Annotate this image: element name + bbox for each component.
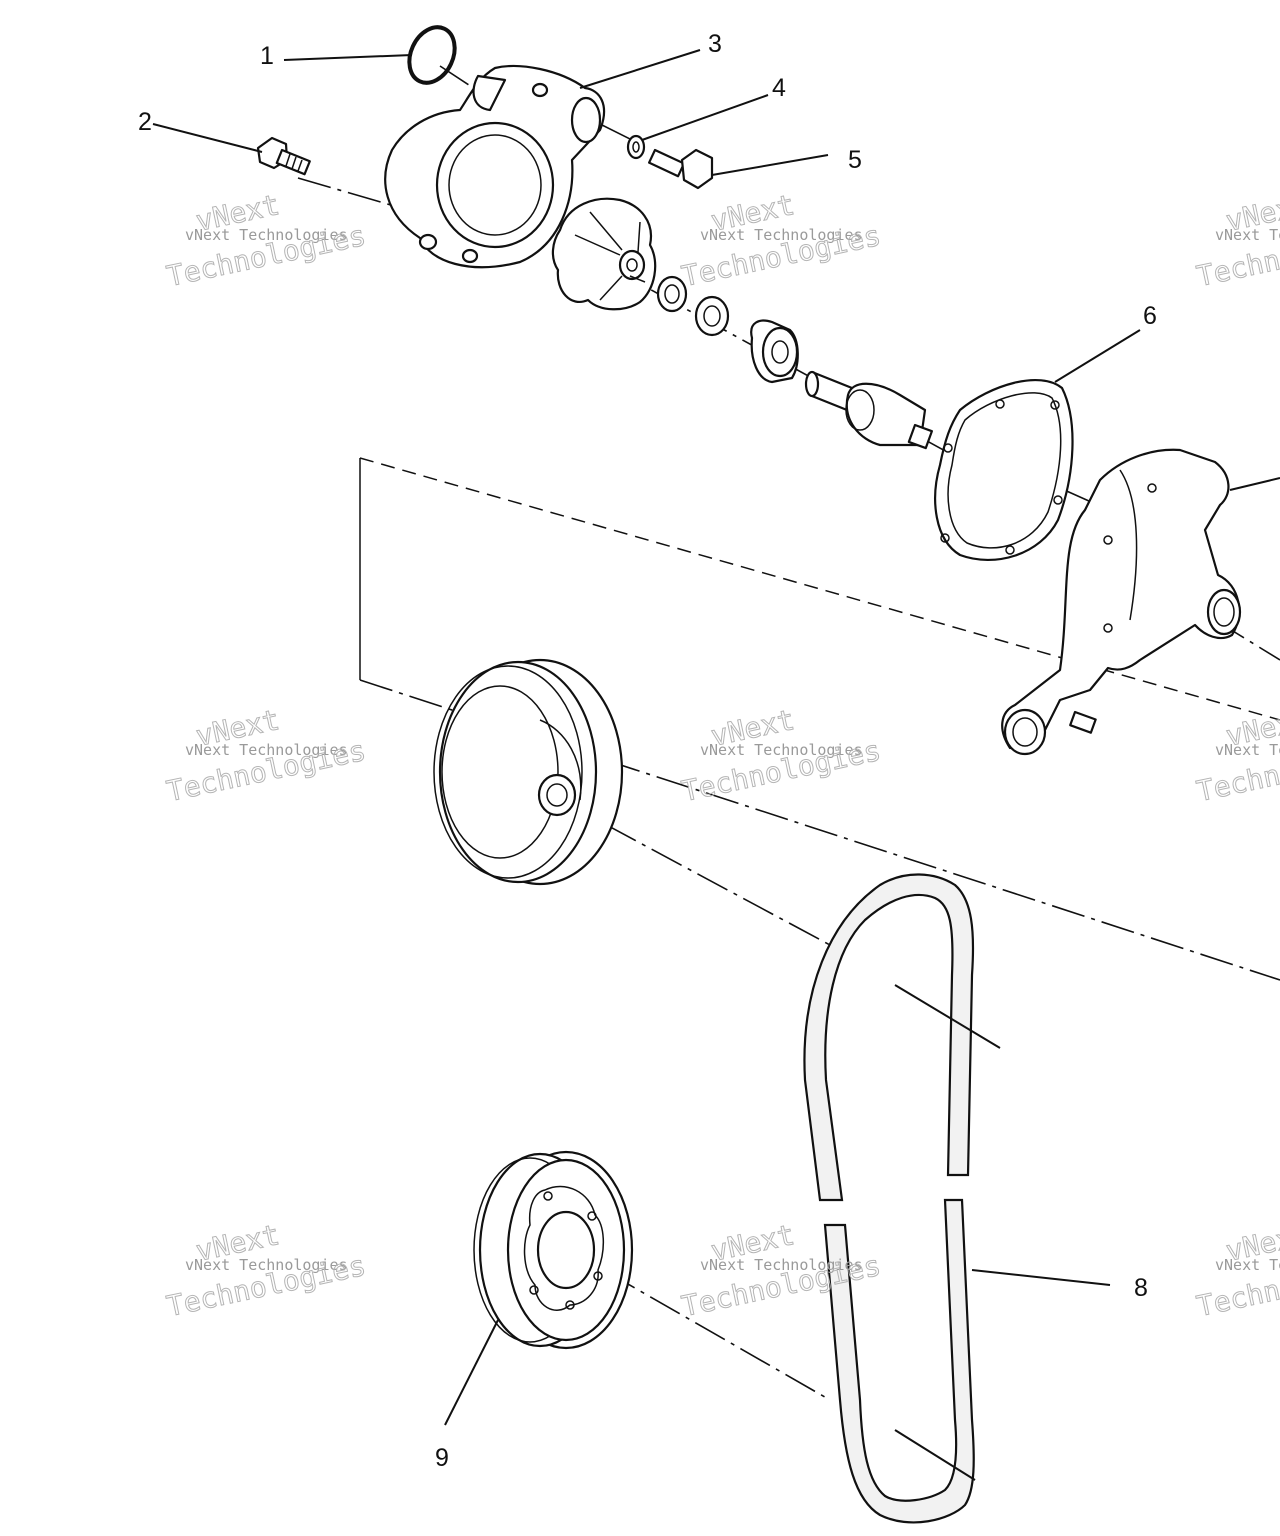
watermark-tile-2: vNext vNext Technologies Technologies — [678, 188, 884, 294]
washer-part — [626, 134, 646, 160]
watermark-tile-9: vNext vNext Technologies Technologies — [1193, 1218, 1280, 1324]
pump-shaft-part — [804, 370, 934, 450]
watermark-line1: vNext Technologies — [700, 741, 863, 759]
o-ring-part — [407, 25, 457, 85]
watermark-tile-6: vNext vNext Technologies Technologies — [1193, 703, 1280, 809]
pump-cover-part — [384, 64, 606, 269]
flange-bolt-part — [256, 136, 311, 176]
watermark-line1: vNext Technologies — [185, 226, 348, 244]
callout-4: 4 — [772, 74, 786, 102]
bearing-part — [750, 319, 799, 384]
impeller-part — [551, 197, 657, 311]
watermark-tile-4: vNext vNext Technologies Technologies — [163, 703, 369, 809]
phantom-frame — [359, 457, 1280, 721]
oil-seal-part — [694, 295, 730, 337]
watermark-line1: vNext Technologies — [1215, 226, 1280, 244]
callout-9: 9 — [435, 1444, 449, 1472]
hex-bolt-part — [647, 148, 714, 190]
callout-6: 6 — [1143, 302, 1157, 330]
callout-1: 1 — [260, 42, 274, 70]
mechanical-seal-part — [656, 275, 688, 313]
gasket-part — [934, 379, 1074, 562]
leader-lines — [152, 49, 1280, 1481]
callout-2: 2 — [138, 108, 152, 136]
crank-pulley-part — [473, 1150, 634, 1350]
callout-3: 3 — [708, 30, 722, 58]
watermark-tile-7: vNext vNext Technologies Technologies — [163, 1218, 369, 1324]
watermark-tile-5: vNext vNext Technologies Technologies — [678, 703, 884, 809]
water-pump-pulley-part — [433, 658, 624, 886]
callout-5: 5 — [848, 146, 862, 174]
watermark-line1: vNext Technologies — [700, 1256, 863, 1274]
watermark-line1: vNext Technologies — [700, 226, 863, 244]
watermark-tile-1: vNext vNext Technologies Technologies — [163, 188, 369, 294]
watermark-tile-3: vNext vNext Technologies Technologies — [1193, 188, 1280, 294]
watermark-line1: vNext Technologies — [185, 1256, 348, 1274]
pump-body-part — [1001, 448, 1242, 756]
v-belt-part — [803, 873, 975, 1524]
callout-8: 8 — [1134, 1274, 1148, 1302]
watermark-line1: vNext Technologies — [1215, 741, 1280, 759]
watermark-line1: vNext Technologies — [1215, 1256, 1280, 1274]
watermark-line1: vNext Technologies — [185, 741, 348, 759]
